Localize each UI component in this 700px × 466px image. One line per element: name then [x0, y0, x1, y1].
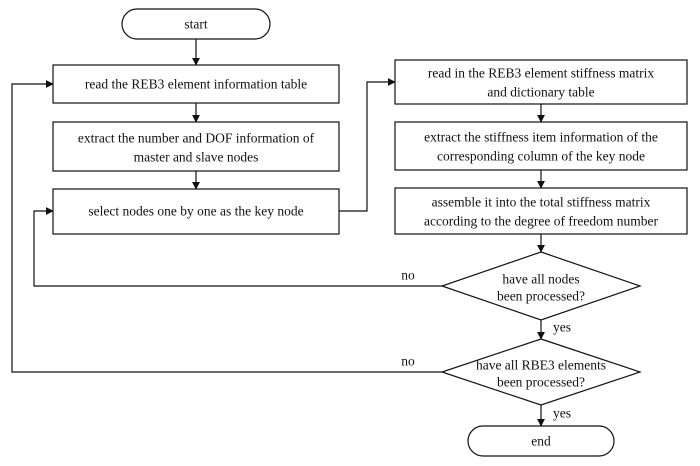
decision-all-elements: have all RBE3 elements been processed?	[440, 338, 642, 406]
step-read-stiffness-line-1: read in the REB3 element stiffness matri…	[428, 66, 654, 81]
arrow-elements-no-loop	[11, 80, 442, 373]
step-read-info-table-line-1: read the REB3 element information table	[85, 77, 307, 92]
decision-all-nodes: have all nodes been processed?	[440, 251, 642, 321]
branch-label-nodes-yes: yes	[553, 320, 571, 335]
decision-all-nodes-line-2: been processed?	[497, 289, 585, 304]
step-read-stiffness: read in the REB3 element stiffness matri…	[394, 59, 688, 105]
start-label: start	[184, 17, 207, 32]
branch-label-nodes-no: no	[401, 268, 415, 283]
step-extract-nodes: extract the number and DOF information o…	[52, 121, 340, 172]
step-assemble: assemble it into the total stiffness mat…	[394, 187, 688, 235]
step-extract-stiffness-item: extract the stiffness item information o…	[394, 121, 688, 171]
step-read-stiffness-line-2: and dictionary table	[487, 85, 594, 100]
step-read-info-table: read the REB3 element information table	[52, 64, 340, 104]
step-select-key-node-box	[52, 188, 340, 235]
decision-all-elements-line-2: been processed?	[497, 375, 585, 390]
step-select-key-node: select nodes one by one as the key node	[52, 188, 340, 235]
step-select-key-node-line-1: select nodes one by one as the key node	[88, 204, 303, 219]
decision-all-elements-line-1: have all RBE3 elements	[476, 358, 606, 373]
step-assemble-line-1: assemble it into the total stiffness mat…	[432, 195, 651, 210]
branch-label-elements-no: no	[401, 354, 415, 369]
step-assemble-line-2: according to the degree of freedom numbe…	[424, 214, 658, 229]
end-label: end	[531, 434, 551, 449]
start-terminal: start	[121, 8, 271, 40]
step-read-info-table-box	[52, 64, 340, 104]
arrow-nodes-no-loop	[33, 207, 442, 287]
end-terminal: end	[467, 425, 615, 457]
step-extract-nodes-line-1: extract the number and DOF information o…	[78, 131, 315, 146]
branch-label-elements-yes: yes	[553, 406, 571, 421]
decision-all-nodes-line-1: have all nodes	[502, 272, 579, 287]
step-extract-stiffness-item-line-2: corresponding column of the key node	[437, 149, 645, 164]
step-extract-nodes-line-2: master and slave nodes	[134, 150, 259, 165]
step-extract-stiffness-item-line-1: extract the stiffness item information o…	[424, 130, 658, 145]
arrow-select-to-read-stiffness	[339, 78, 396, 212]
